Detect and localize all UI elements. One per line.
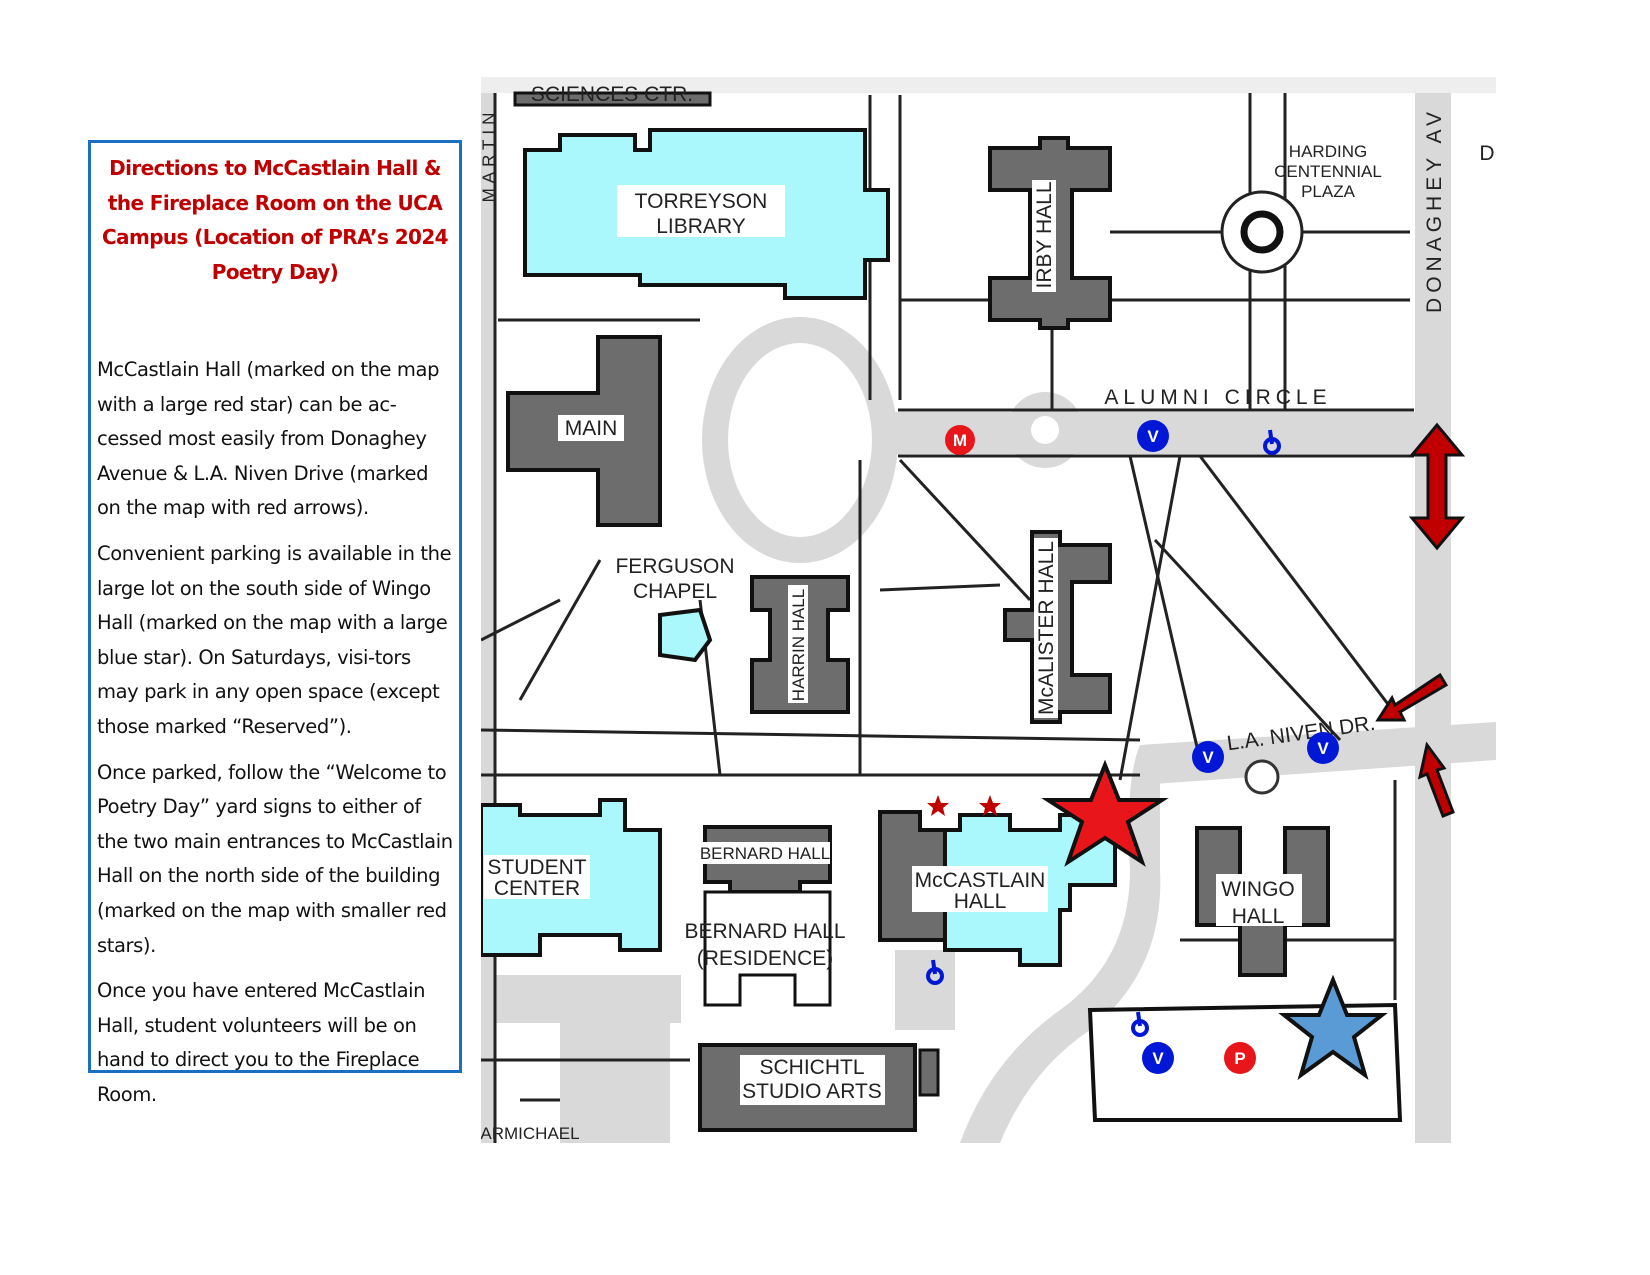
harding-label-2: CENTENNIAL [1274, 162, 1382, 181]
main-label: MAIN [565, 417, 618, 440]
svg-text:V: V [1147, 427, 1159, 446]
irby-hall-label: IRBY HALL [1033, 182, 1056, 289]
donaghey-ave-label: DONAGHEY AV [1423, 107, 1446, 313]
bernard-hall-label: BERNARD HALL [700, 844, 830, 863]
sciences-center-label: SCIENCES CTR. [531, 83, 693, 106]
bernard-residence-label-1: BERNARD HALL [684, 920, 845, 943]
large-red-star-icon [1041, 759, 1169, 867]
mcalister-hall-label: McALISTER HALL [1035, 541, 1058, 715]
arrow-icon [1375, 672, 1449, 722]
mccastlain-label-1: McCASTLAIN [915, 869, 1046, 892]
svg-text:V: V [1317, 739, 1329, 758]
parking-marker: P [1224, 1042, 1256, 1074]
wingo-label-2: HALL [1232, 905, 1285, 928]
visitor-parking-marker: V [1192, 741, 1224, 773]
martin-street-label: MARTIN [481, 108, 498, 203]
edge-street-label: D [1479, 142, 1494, 165]
wingo-label-1: WINGO [1221, 878, 1295, 901]
harding-label-1: HARDING [1289, 142, 1367, 161]
directions-paragraph: Once parked, follow the “Welcome to Poet… [97, 760, 453, 957]
metro-marker: M [945, 425, 975, 455]
accessible-parking-icon [1263, 429, 1281, 455]
bernard-residence-label-2: (RESIDENCE) [697, 947, 834, 970]
svg-text:M: M [953, 431, 967, 450]
svg-text:V: V [1152, 1049, 1164, 1068]
accessible-parking-icon [926, 959, 944, 985]
directions-paragraph: McCastlain Hall (marked on the map with … [97, 358, 440, 520]
small-red-star-icon [927, 795, 949, 816]
sciences-center-building [513, 91, 712, 107]
alumni-circle-label: ALUMNI CIRCLE [1104, 386, 1331, 409]
ferguson-label-1: FERGUSON [615, 555, 734, 578]
visitor-parking-marker: V [1307, 732, 1339, 764]
carmichael-label: ARMICHAEL [481, 1124, 580, 1143]
directions-paragraph: Convenient parking is available in the l… [97, 541, 452, 738]
harding-label-3: PLAZA [1301, 182, 1356, 201]
svg-text:V: V [1202, 748, 1214, 767]
double-arrow-icon [1408, 422, 1466, 551]
schichtl-label-1: SCHICHTL [759, 1056, 864, 1079]
ferguson-label-2: CHAPEL [633, 580, 717, 603]
small-red-star-icon [979, 795, 1001, 816]
torreyson-label-2: LIBRARY [656, 215, 746, 238]
ferguson-chapel-pond [658, 607, 713, 663]
directions-box: Directions to McCastlain Hall & the Fire… [88, 140, 462, 1106]
directions-title: Directions to McCastlain Hall & the Fire… [101, 156, 449, 284]
visitor-parking-marker: V [1137, 420, 1169, 452]
schichtl-label-2: STUDIO ARTS [742, 1080, 882, 1103]
student-center-label-1: STUDENT [487, 856, 586, 879]
large-blue-star-icon [1278, 974, 1388, 1080]
student-center-label-2: CENTER [494, 877, 580, 900]
torreyson-label-1: TORREYSON [635, 190, 768, 213]
bernard-residence-building [703, 890, 832, 1007]
mccastlain-label-2: HALL [954, 890, 1007, 913]
harrin-hall-label: HARRIN HALL [789, 589, 808, 701]
svg-text:P: P [1234, 1049, 1245, 1068]
directions-paragraph: Once you have entered McCastlain Hall, s… [97, 979, 426, 1106]
visitor-parking-marker: V [1142, 1042, 1174, 1074]
campus-map: SCIENCES CTR. TORREYSON LIBRARY IRBY HAL… [481, 77, 1496, 1143]
arrow-icon [1417, 741, 1455, 818]
accessible-parking-icon [1131, 1011, 1149, 1037]
directions-body: McCastlain Hall (marked on the map with … [97, 353, 453, 1112]
